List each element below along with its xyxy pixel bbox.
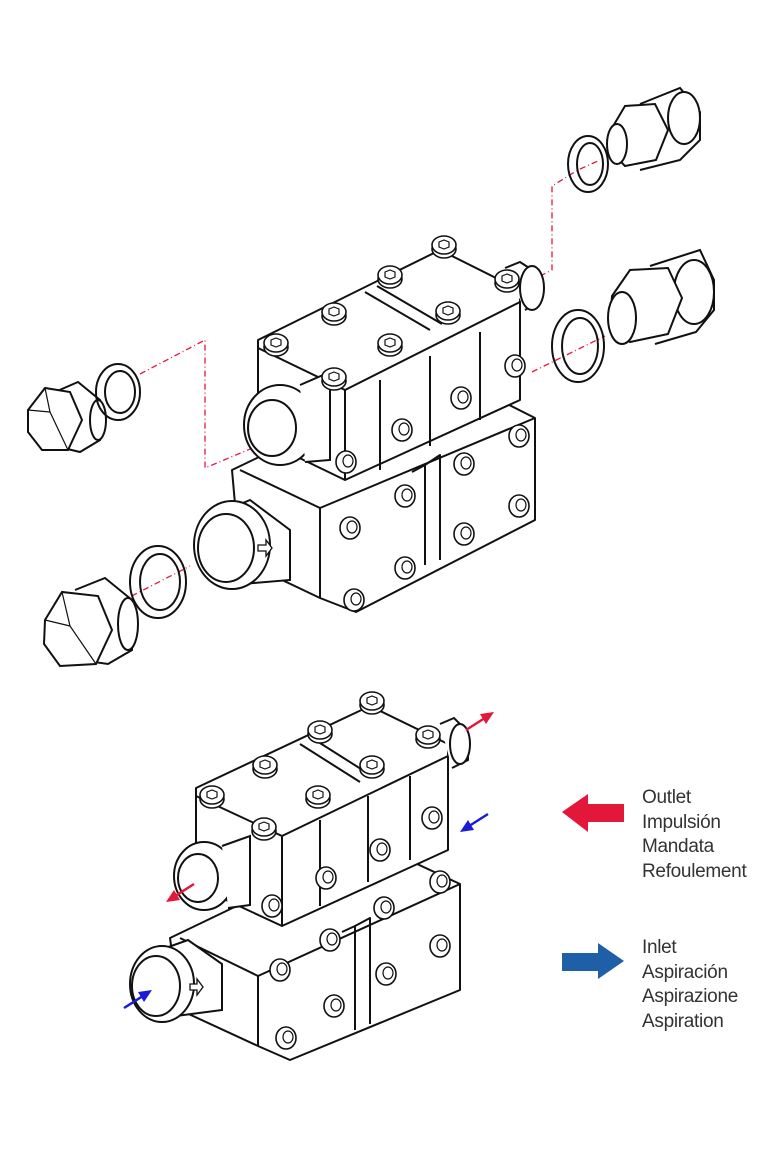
upper-port <box>243 370 331 466</box>
outlet-legend: Outlet Impulsión Mandata Refoulement <box>642 786 747 884</box>
outlet-label-fr: Refoulement <box>642 860 747 882</box>
inlet-legend: Inlet Aspiración Aspirazione Aspiration <box>642 936 738 1034</box>
exploded-view <box>27 86 715 668</box>
inlet-label-it: Aspirazione <box>642 986 738 1007</box>
outlet-arrow-left <box>166 882 195 902</box>
outlet-arrow-right <box>465 712 494 732</box>
inlet-label-en: Inlet <box>642 937 677 958</box>
flow-view <box>123 691 624 1061</box>
large-washer <box>129 545 187 619</box>
inlet-label-es: Aspiración <box>642 961 728 983</box>
small-fitting <box>606 86 701 171</box>
inlet-arrow-right <box>460 812 489 832</box>
small-fitting-washer <box>567 135 609 193</box>
lower-port <box>193 498 291 590</box>
flow-lower-port <box>129 938 223 1023</box>
flow-upper-port <box>173 834 251 911</box>
outlet-label-es: Impulsión <box>642 811 721 833</box>
legend-inlet-arrow-icon <box>562 943 624 979</box>
outlet-label-en: Outlet <box>642 787 691 808</box>
large-fitting-washer <box>551 309 605 383</box>
small-washer <box>95 363 141 421</box>
inlet-label-fr: Aspiration <box>642 1010 724 1032</box>
large-fitting <box>607 248 715 345</box>
outlet-label-it: Mandata <box>642 836 714 857</box>
large-plug <box>42 576 139 668</box>
legend-outlet-arrow-icon <box>562 794 624 832</box>
flow-right-port <box>439 716 471 769</box>
inlet-arrow-left <box>123 990 152 1010</box>
small-plug <box>27 380 107 454</box>
